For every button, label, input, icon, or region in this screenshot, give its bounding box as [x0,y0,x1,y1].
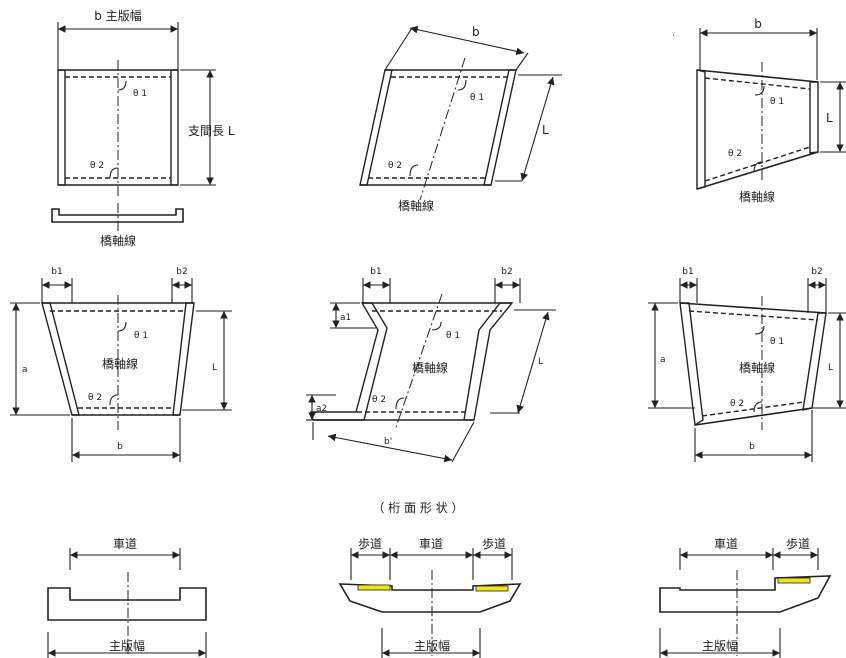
shape-zigzag: b1 b2 θ 1 θ 2 橋軸線 a1 a2 L b' [306,267,556,463]
main-width-label: 主版幅 [109,638,145,653]
b2-label: b2 [176,267,187,277]
main-width-top-label: b 主版幅 [94,8,141,23]
roadway-label: 車道 [419,537,443,551]
b2-label: b2 [501,267,512,277]
sidewalk-left [357,584,391,591]
L-label-r2m: L [538,357,543,367]
bridge-axis-label: 橋軸線 [739,360,775,375]
theta2-label: θ 2 [730,399,744,409]
bridge-axis-label: 橋軸線 [102,356,138,371]
a1-label: a1 [340,313,351,323]
L-label-r1r: L [826,111,833,125]
shape-taper: · b θ 1 θ 2 L 橋軸線 [672,17,846,204]
theta2-label: θ 2 [728,149,742,159]
main-width-label: 主版幅 [414,638,450,653]
sidewalk-right-label: 歩道 [482,536,506,551]
theta2-label: θ 2 [88,393,102,403]
shape-rectangle: b 主版幅 θ 1 θ 2 支間長 L 橋軸線 [51,8,235,248]
section-sidewalk-both: 歩道 車道 歩道 主版幅 [338,536,522,658]
a-label-r2r: a [660,355,666,365]
b-label-r2r: b [749,442,755,452]
theta1-label: θ 1 [770,97,784,107]
bridge-axis-label: 橋軸線 [739,189,775,204]
shape-skewed-taper: b1 b2 θ 1 θ 2 橋軸線 a L b [648,267,846,462]
theta1-label: θ 1 [770,337,784,347]
b2-label: b2 [811,267,822,277]
section-caption: （ 桁 面 形 状 ） [372,501,463,515]
b-label-r1r: b [754,17,762,31]
sidewalk-right [475,585,509,592]
sidewalk-label: 歩道 [786,536,810,551]
b-prime-label: b' [384,437,392,447]
main-width-label: 主版幅 [702,638,738,653]
bridge-axis-label: 橋軸線 [412,360,448,375]
roadway-label: 車道 [113,537,137,551]
roadway-label: 車道 [714,537,738,551]
dot-mark: · [672,31,675,41]
sidewalk-left-label: 歩道 [358,536,382,551]
theta1-label: θ 1 [446,331,460,341]
bridge-axis-label: 橋軸線 [398,198,434,213]
b-label-r1m: b [472,25,480,39]
L-label-r2r: L [828,363,833,373]
a-label-r2l: a [22,365,28,375]
b1-label: b1 [682,267,693,277]
theta2-label: θ 2 [90,161,104,171]
section-sidewalk-one: 車道 歩道 主版幅 [659,536,832,658]
theta1-label: θ 1 [470,93,484,103]
theta1-label: θ 1 [133,89,147,99]
b1-label: b1 [370,267,381,277]
sidewalk [777,577,811,584]
bridge-axis-label: 橋軸線 [100,233,136,248]
L-label-r1m: L [542,123,549,137]
shape-trapezoid: b1 b2 θ 1 θ 2 橋軸線 a L b [10,267,232,462]
theta1-label: θ 1 [134,331,148,341]
a2-label: a2 [316,404,327,414]
L-label-r2l: L [212,363,217,373]
shape-parallelogram: b θ 1 θ 2 L 橋軸線 [359,25,562,213]
b1-label: b1 [51,267,62,277]
b-label-r2l: b [117,442,123,452]
section-roadway-only: 車道 主版幅 [47,537,207,658]
theta2-label: θ 2 [388,161,402,171]
theta2-label: θ 2 [372,395,386,405]
support-length-label: 支間長 L [188,124,235,138]
